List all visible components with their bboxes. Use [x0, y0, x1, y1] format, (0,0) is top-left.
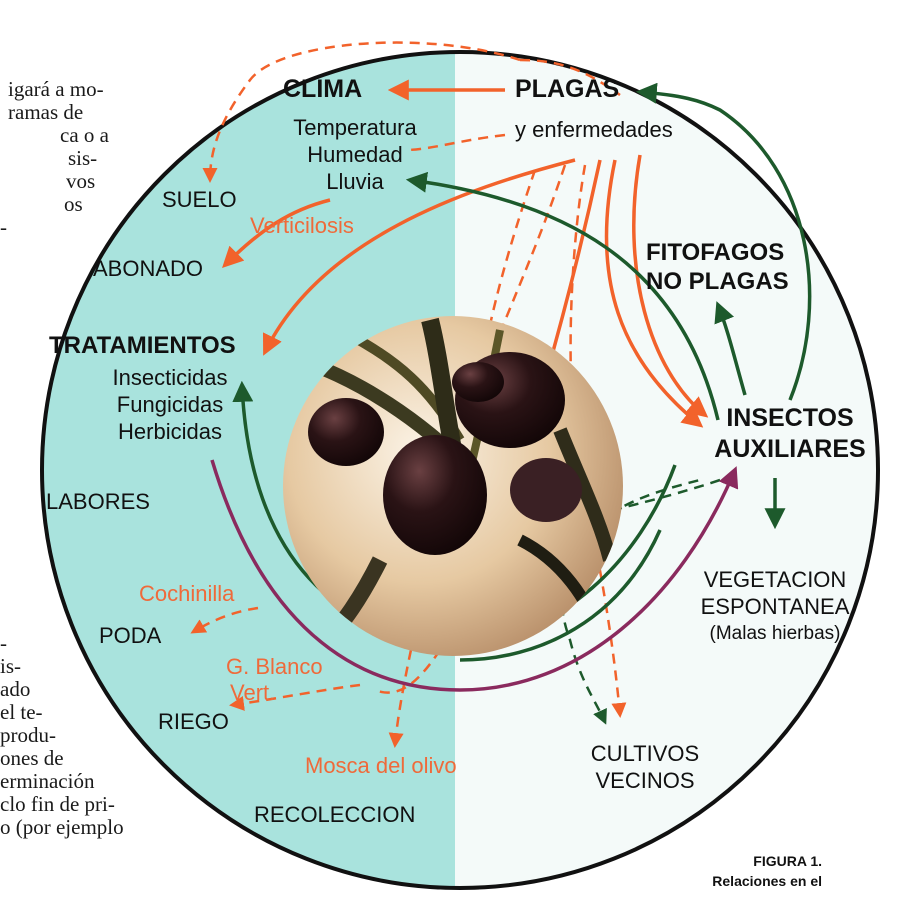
labores-label: LABORES [46, 490, 150, 514]
vegetacion-line: ESPONTANEA [660, 593, 890, 620]
fitofagos-label: FITOFAGOS NO PLAGAS [646, 238, 789, 296]
gblanco-line: Vert. [226, 680, 323, 706]
clima-item: Humedad [270, 141, 440, 168]
fitofagos-line: FITOFAGOS [646, 238, 789, 267]
suelo-label: SUELO [162, 188, 237, 212]
caption-line: Relaciones en el [712, 871, 822, 891]
tratamientos-item: Insecticidas [70, 364, 270, 391]
clima-items: Temperatura Humedad Lluvia [270, 114, 440, 195]
poda-label: PODA [99, 624, 161, 648]
tratamientos-title: TRATAMIENTOS [49, 333, 236, 359]
abonado-label: ABONADO [93, 257, 203, 281]
cultivos-label: CULTIVOS VECINOS [565, 740, 725, 794]
gblanco-line: G. Blanco [226, 654, 323, 680]
plagas-title: PLAGAS [515, 76, 619, 104]
cultivos-line: CULTIVOS [565, 740, 725, 767]
figure-caption: FIGURA 1. Relaciones en el [712, 851, 822, 891]
verticilosis-label: Verticilosis [250, 214, 354, 238]
tratamientos-item: Herbicidas [70, 418, 270, 445]
mosca-label: Mosca del olivo [305, 754, 457, 778]
clima-title: CLIMA [283, 76, 362, 104]
olive-photo [283, 316, 623, 656]
cultivos-line: VECINOS [565, 767, 725, 794]
vegetacion-line: (Malas hierbas) [660, 620, 890, 647]
caption-line: FIGURA 1. [712, 851, 822, 871]
riego-label: RIEGO [158, 710, 229, 734]
vegetacion-line: VEGETACION [660, 566, 890, 593]
insectos-line: AUXILIARES [700, 434, 880, 465]
tratamientos-item: Fungicidas [70, 391, 270, 418]
insectos-label: INSECTOS AUXILIARES [700, 403, 880, 465]
vegetacion-label: VEGETACION ESPONTANEA (Malas hierbas) [660, 566, 890, 647]
fitofagos-line: NO PLAGAS [646, 267, 789, 296]
gblanco-label: G. Blanco Vert. [226, 654, 323, 706]
cochinilla-label: Cochinilla [139, 582, 234, 606]
plagas-subtitle: y enfermedades [515, 118, 673, 142]
clima-item: Temperatura [270, 114, 440, 141]
insectos-line: INSECTOS [700, 403, 880, 434]
tratamientos-items: Insecticidas Fungicidas Herbicidas [70, 364, 270, 445]
circle-gap [256, 46, 266, 60]
clima-item: Lluvia [270, 168, 440, 195]
recoleccion-label: RECOLECCION [254, 803, 415, 827]
